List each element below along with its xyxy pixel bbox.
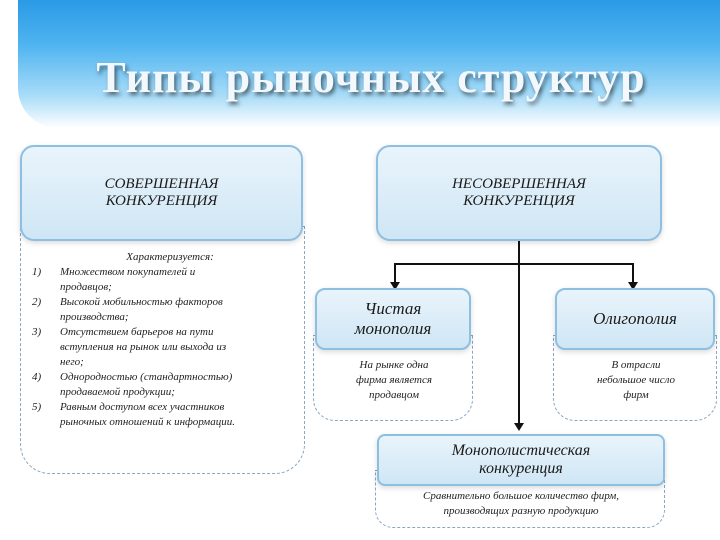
monopoly-label-line2: монополия bbox=[354, 319, 432, 338]
perfect-competition-label-line1: СОВЕРШЕННАЯ bbox=[104, 176, 219, 192]
title-banner bbox=[18, 0, 720, 128]
connector-horizontal bbox=[394, 263, 634, 265]
monopolistic-label-line1: Монополистическая bbox=[451, 442, 591, 459]
feature-item: 4) Однородностью (стандартностью) продав… bbox=[32, 371, 233, 398]
oligopoly-label: Олигополия bbox=[593, 309, 677, 328]
feature-item: 2) Высокой мобильностью факторов произво… bbox=[32, 296, 223, 323]
arrow-to-monopoly bbox=[390, 282, 400, 290]
monopolistic-desc: Сравнительно большое количество фирм, пр… bbox=[423, 490, 619, 517]
perfect-competition-label-line2: КОНКУРЕНЦИЯ bbox=[105, 193, 218, 209]
monopolistic-label-line2: конкуренция bbox=[479, 460, 563, 477]
monopoly-desc: На рынке одна фирма является продавцом bbox=[355, 359, 432, 401]
imperfect-competition-box: НЕСОВЕРШЕННАЯ КОНКУРЕНЦИЯ bbox=[376, 145, 662, 241]
connector-left-drop bbox=[394, 263, 396, 283]
arrow-to-monopolistic bbox=[514, 423, 524, 431]
perfect-competition-intro: Характеризуется: bbox=[126, 251, 214, 263]
monopoly-box: Чистая монополия bbox=[315, 288, 471, 350]
perfect-competition-box: СОВЕРШЕННАЯ КОНКУРЕНЦИЯ bbox=[20, 145, 303, 241]
connector-center-drop bbox=[518, 263, 520, 423]
imperfect-competition-label-line1: НЕСОВЕРШЕННАЯ bbox=[452, 176, 586, 192]
imperfect-competition-label-line2: КОНКУРЕНЦИЯ bbox=[463, 193, 575, 209]
monopoly-label-line1: Чистая bbox=[364, 299, 422, 318]
feature-item: 5) Равным доступом всех участников рыноч… bbox=[32, 401, 235, 428]
monopolistic-box: Монополистическая конкуренция bbox=[377, 434, 665, 486]
feature-item: 3) Отсутствием барьеров на пути вступлен… bbox=[32, 326, 227, 368]
oligopoly-desc: В отрасли небольшое число фирм bbox=[596, 359, 676, 401]
connector-right-drop bbox=[632, 263, 634, 283]
feature-item: 1) Множеством покупателей и продавцов; bbox=[32, 266, 196, 293]
arrow-to-oligopoly bbox=[628, 282, 638, 290]
oligopoly-box: Олигополия bbox=[555, 288, 715, 350]
perfect-competition-features-list: 1) Множеством покупателей и продавцов; 2… bbox=[28, 265, 298, 430]
connector-stem bbox=[518, 241, 520, 264]
page-title: Типы рыночных структур bbox=[96, 53, 646, 102]
